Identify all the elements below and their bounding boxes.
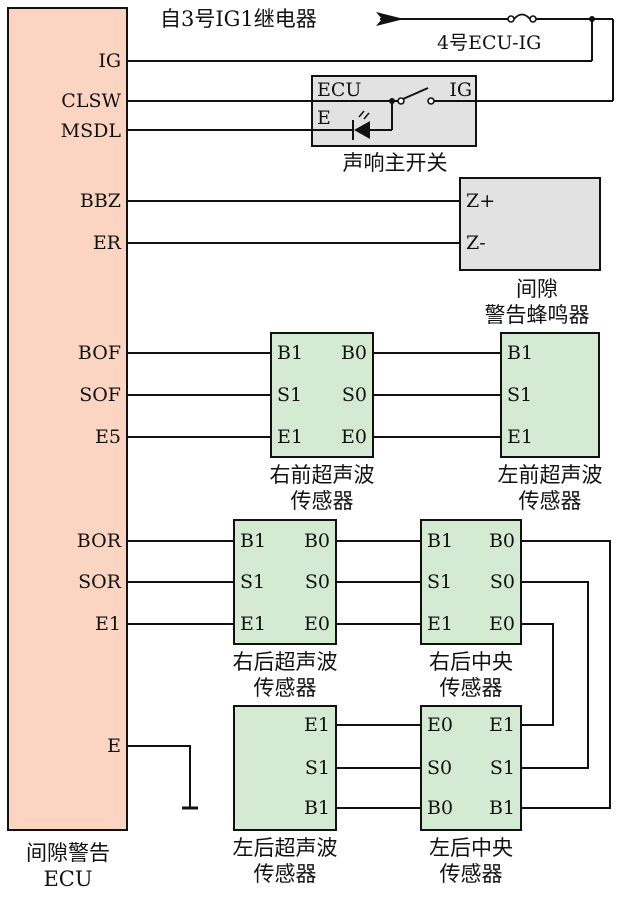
- main-switch-pin-e: E: [317, 107, 331, 129]
- sensor-rc-pin-s0: S0: [490, 571, 515, 593]
- sensor-rf-pin-e0: E0: [341, 426, 367, 448]
- ecu-box: [7, 7, 128, 831]
- sensor-rr-pin-b1: B1: [240, 530, 266, 552]
- sensor-lc-pin-e1: E1: [489, 714, 515, 736]
- sensor-lc-pin-b0: B0: [427, 797, 453, 819]
- main-switch-pin-ecu: ECU: [317, 79, 361, 101]
- ecu-pin-e: E: [107, 735, 121, 757]
- sensor-rr-pin-e1: E1: [240, 613, 266, 635]
- loop-b-wire: [521, 540, 611, 809]
- buzzer-pin-zminus: Z-: [466, 232, 486, 254]
- ecu-pin-msdl: MSDL: [61, 120, 122, 142]
- led-ray-2: [363, 112, 370, 120]
- sensor-lc-caption-line2: 传感器: [440, 862, 503, 886]
- sensor-lc-pin-s0: S0: [427, 757, 452, 779]
- loop-e-wire: [521, 623, 554, 726]
- ecu-pin-er: ER: [93, 232, 122, 254]
- sensor-rf-pin-b1: B1: [277, 342, 303, 364]
- sensor-lr-caption-line1: 左后超声波: [233, 836, 338, 860]
- sensor-lf-caption-line1: 左前超声波: [498, 463, 603, 487]
- fuse-terminal-left: [507, 15, 515, 23]
- sensor-rr-caption-line1: 右后超声波: [233, 650, 338, 674]
- sensor-rf-pin-e1: E1: [277, 426, 303, 448]
- sensor-rc-pin-e0: E0: [489, 613, 515, 635]
- sensor-rr-caption-line2: 传感器: [254, 676, 317, 700]
- ecu-caption-line1: 间隙警告: [26, 841, 110, 865]
- buzzer-caption-line1: 间隙: [516, 277, 558, 301]
- loop-s-wire: [521, 581, 589, 769]
- ecu-pin-clsw: CLSW: [61, 90, 121, 112]
- main-switch-box: [311, 75, 477, 147]
- sensor-rf-box: [270, 332, 374, 458]
- sensor-lc-box: [420, 705, 522, 831]
- sensor-lr-pin-s1: S1: [305, 757, 330, 779]
- ground-wire: [127, 745, 191, 808]
- sensor-rc-pin-b0: B0: [489, 530, 515, 552]
- led-ray-1: [358, 110, 365, 118]
- sensor-lc-pin-e0: E0: [427, 714, 453, 736]
- sensor-rr-pin-b0: B0: [304, 530, 330, 552]
- sensor-rc-box: [420, 519, 522, 645]
- fuse-terminal-right: [529, 15, 537, 23]
- buzzer-box: [459, 177, 601, 271]
- sensor-rf-caption-line2: 传感器: [291, 489, 354, 513]
- switch-blade: [402, 87, 429, 100]
- sensor-lf-pin-e1: E1: [507, 426, 533, 448]
- sensor-lf-pin-b1: B1: [507, 342, 533, 364]
- sensor-rc-pin-b1: B1: [427, 530, 453, 552]
- sensor-lr-pin-b1: B1: [304, 797, 330, 819]
- sensor-rc-pin-s1: S1: [427, 571, 452, 593]
- power-source-label: 自3号IG1继电器: [160, 7, 317, 31]
- sensor-lc-pin-s1: S1: [490, 757, 515, 779]
- sensor-lf-pin-s1: S1: [507, 384, 532, 406]
- fuse-symbol: [513, 13, 531, 20]
- sensor-lc-caption-line1: 左后中央: [429, 836, 513, 860]
- ecu-pin-sof: SOF: [79, 384, 121, 406]
- buzzer-pin-zplus: Z+: [466, 190, 495, 212]
- sensor-lf-box: [500, 332, 600, 458]
- sensor-rf-pin-s1: S1: [277, 384, 302, 406]
- ecu-pin-sor: SOR: [78, 571, 122, 593]
- ecu-pin-e5: E5: [95, 426, 121, 448]
- sensor-lr-caption-line2: 传感器: [254, 862, 317, 886]
- fuse-label: 4号ECU-IG: [437, 32, 541, 54]
- sensor-lf-caption-line2: 传感器: [519, 489, 582, 513]
- ecu-pin-bbz: BBZ: [80, 190, 121, 212]
- led-icon: [354, 121, 370, 139]
- ecu-caption-line2: ECU: [43, 867, 92, 891]
- main-switch-caption: 声响主开关: [343, 151, 448, 175]
- sensor-rf-caption-line1: 右前超声波: [270, 463, 375, 487]
- sensor-rr-pin-e0: E0: [304, 613, 330, 635]
- sensor-rc-caption-line2: 传感器: [440, 676, 503, 700]
- switch-contact-right: [427, 97, 435, 105]
- ecu-pin-bof: BOF: [78, 342, 121, 364]
- sensor-rr-pin-s0: S0: [305, 571, 330, 593]
- sensor-lc-pin-b1: B1: [489, 797, 515, 819]
- ecu-pin-ig: IG: [98, 50, 121, 72]
- sensor-lr-box: [233, 705, 337, 831]
- sensor-rc-caption-line1: 右后中央: [429, 650, 513, 674]
- sensor-rr-pin-s1: S1: [240, 571, 265, 593]
- sensor-rf-pin-b0: B0: [341, 342, 367, 364]
- sensor-rf-pin-s0: S0: [342, 384, 367, 406]
- sensor-lr-pin-e1: E1: [304, 714, 330, 736]
- ecu-pin-bor: BOR: [77, 530, 122, 552]
- buzzer-caption-line2: 警告蜂鸣器: [485, 303, 590, 327]
- sensor-rc-pin-e1: E1: [427, 613, 453, 635]
- ecu-pin-e1: E1: [95, 613, 121, 635]
- sensor-rr-box: [233, 519, 337, 645]
- main-switch-pin-ig: IG: [449, 79, 472, 101]
- switch-junction: [389, 98, 395, 104]
- switch-contact-left: [397, 97, 405, 105]
